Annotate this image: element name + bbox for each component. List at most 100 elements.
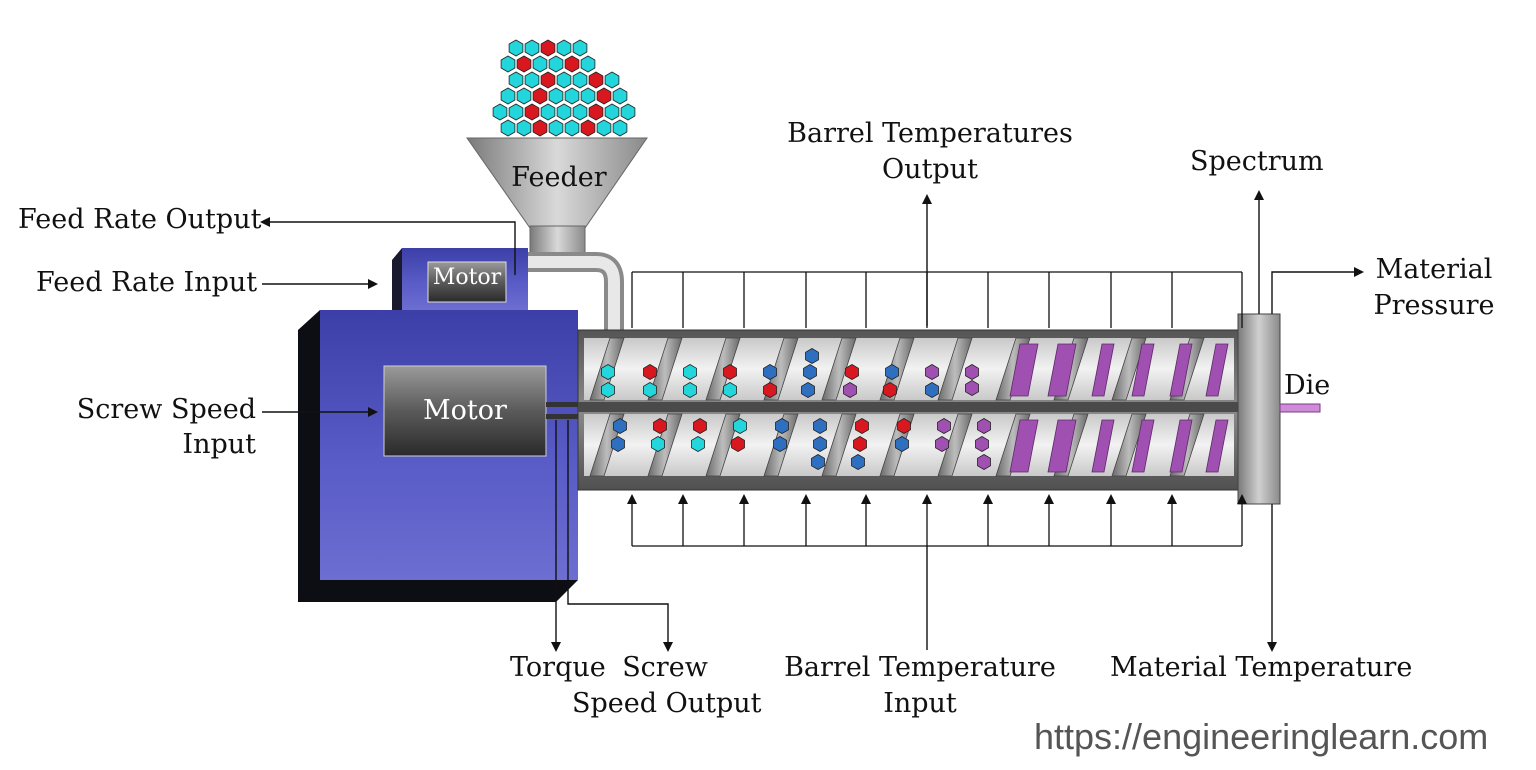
- pellet: [611, 436, 625, 452]
- pellet: [811, 454, 825, 470]
- pellet: [613, 418, 627, 434]
- pellet: [763, 382, 777, 398]
- pellet: [580, 87, 596, 105]
- pellet: [548, 87, 564, 105]
- material-pressure-label-line1: Material: [1375, 254, 1493, 285]
- die-block: [1237, 313, 1321, 505]
- melt-blob: [1169, 343, 1193, 397]
- pellet: [643, 364, 657, 380]
- pellet: [643, 382, 657, 398]
- pellet: [691, 436, 705, 452]
- pellet: [845, 364, 859, 380]
- pellet: [604, 71, 620, 89]
- barrel-temp-input-label-line2: Input: [883, 688, 957, 719]
- barrel-temp-input-lines: [627, 494, 1247, 650]
- pellet: [723, 382, 737, 398]
- pellet: [805, 348, 819, 364]
- melt-blob: [1047, 343, 1077, 397]
- pellet: [532, 55, 548, 73]
- arrow-right-icon: [1271, 267, 1364, 314]
- pellet: [855, 418, 869, 434]
- pellet: [925, 382, 939, 398]
- melt-blob: [1091, 343, 1115, 397]
- pellet: [813, 418, 827, 434]
- pellet: [937, 418, 951, 434]
- barrel-temp-output-label-line1: Barrel Temperatures: [787, 118, 1073, 149]
- arrow-left-icon: [260, 217, 516, 275]
- pellet: [500, 119, 516, 137]
- feeder-label: Feeder: [511, 162, 607, 193]
- screw-flight: [705, 413, 741, 477]
- pellet: [516, 119, 532, 137]
- pellet: [500, 55, 516, 73]
- pellet: [548, 119, 564, 137]
- screw-flight: [1111, 413, 1147, 477]
- pellet: [532, 87, 548, 105]
- pellet: [556, 103, 572, 121]
- pellet: [508, 39, 524, 57]
- pellet: [601, 382, 615, 398]
- pellet: [532, 119, 548, 137]
- pellet: [620, 103, 636, 121]
- pellet: [895, 436, 909, 452]
- pellet: [965, 380, 979, 396]
- pellet: [813, 436, 827, 452]
- pellet: [564, 87, 580, 105]
- arrow-down-icon: [567, 420, 673, 652]
- pellet: [965, 364, 979, 380]
- pellet: [801, 382, 815, 398]
- pellet: [975, 436, 989, 452]
- feed-pipe: [520, 252, 624, 330]
- pellet: [853, 436, 867, 452]
- pellet: [508, 71, 524, 89]
- pellet: [540, 71, 556, 89]
- pellet: [683, 382, 697, 398]
- pellet: [775, 418, 789, 434]
- melt-zone: [1009, 343, 1229, 473]
- feeder-motor-label: Motor: [432, 265, 502, 290]
- pellet: [540, 39, 556, 57]
- pellet: [572, 103, 588, 121]
- pellet: [580, 119, 596, 137]
- pellet: [897, 418, 911, 434]
- pellet: [516, 55, 532, 73]
- pellet: [508, 103, 524, 121]
- feeder: [466, 137, 648, 261]
- pellet: [883, 382, 897, 398]
- pellet: [524, 103, 540, 121]
- pellet: [556, 71, 572, 89]
- melt-blob: [1205, 343, 1229, 397]
- feeder-motor-housing: [392, 248, 528, 310]
- melt-blob: [1047, 419, 1077, 473]
- pellet: [492, 103, 508, 121]
- screw-speed-input-label-line2: Input: [182, 429, 256, 460]
- pellet: [596, 87, 612, 105]
- pellet: [803, 364, 817, 380]
- screw-speed-output-label-line1: Screw: [622, 652, 708, 683]
- pellet: [733, 418, 747, 434]
- pellet: [925, 364, 939, 380]
- pellet: [612, 87, 628, 105]
- barrel-temp-output-label-line2: Output: [882, 154, 978, 185]
- melt-blob: [1091, 419, 1115, 473]
- screw-flight: [705, 337, 741, 401]
- barrel-pellets: [601, 348, 991, 470]
- material-pressure-label-line2: Pressure: [1373, 290, 1495, 321]
- pellet: [693, 418, 707, 434]
- pellet: [731, 436, 745, 452]
- pellet: [588, 103, 604, 121]
- screw-flight: [1111, 337, 1147, 401]
- pellet: [548, 55, 564, 73]
- screw-speed-input-label-line1: Screw Speed: [76, 394, 256, 425]
- feed-rate-input-label: Feed Rate Input: [36, 267, 258, 298]
- melt-blob: [1009, 343, 1039, 397]
- pellet: [524, 71, 540, 89]
- main-motor-housing: [298, 310, 578, 602]
- pellet: [580, 55, 596, 73]
- screw-flight: [821, 337, 857, 401]
- screw-flight: [937, 413, 973, 477]
- barrel-temp-input-label-line1: Barrel Temperature: [784, 652, 1056, 683]
- pellet: [773, 436, 787, 452]
- pellet: [500, 87, 516, 105]
- pellet: [843, 382, 857, 398]
